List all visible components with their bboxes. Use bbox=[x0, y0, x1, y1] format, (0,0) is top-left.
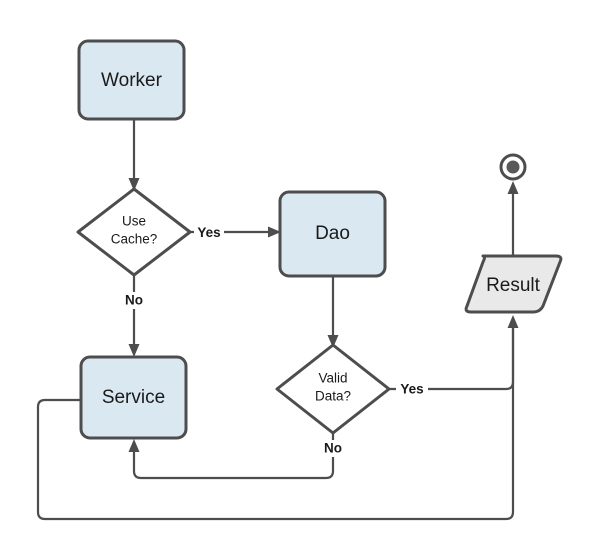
edge-worker-to-use-cache bbox=[128, 119, 140, 191]
edge-label-backdrop bbox=[194, 224, 224, 241]
edge-label-backdrop bbox=[119, 292, 149, 309]
node-service-label: Service bbox=[102, 387, 165, 408]
end-node-core-icon bbox=[506, 160, 520, 174]
arrow-head-icon bbox=[128, 178, 140, 191]
node-use-cache[interactable]: Use Cache? bbox=[76, 187, 192, 277]
node-service[interactable]: Service bbox=[79, 355, 188, 440]
arrow-head-icon bbox=[268, 226, 281, 238]
node-service-shape[interactable] bbox=[79, 355, 188, 440]
arrow-head-icon bbox=[327, 335, 339, 348]
node-use-cache-label-line2: Cache? bbox=[111, 232, 158, 247]
node-dao-label: Dao bbox=[315, 223, 350, 244]
node-use-cache-label-line1: Use bbox=[122, 214, 146, 229]
node-worker-label: Worker bbox=[101, 70, 163, 91]
node-use-cache-shape[interactable] bbox=[76, 187, 192, 277]
edge-valid-data-yes-to-result: Yes bbox=[389, 325, 515, 398]
edge-label-valid-yes: Yes bbox=[400, 382, 423, 397]
edge-line bbox=[132, 433, 335, 480]
arrow-head-icon bbox=[507, 315, 519, 328]
edge-result-to-end bbox=[507, 181, 519, 256]
node-worker[interactable]: Worker bbox=[77, 39, 186, 121]
edge-line bbox=[389, 325, 515, 391]
arrow-head-icon bbox=[507, 181, 519, 194]
edge-valid-data-no-to-service: No bbox=[128, 433, 348, 480]
node-valid-data-label-line2: Data? bbox=[315, 389, 351, 404]
node-valid-data-shape[interactable] bbox=[275, 343, 391, 435]
node-end[interactable] bbox=[499, 153, 527, 181]
node-valid-data-label-line1: Valid bbox=[318, 371, 347, 386]
edge-label-cache-yes: Yes bbox=[197, 225, 220, 240]
node-result[interactable]: Result bbox=[464, 254, 563, 314]
edge-use-cache-yes-to-dao: Yes bbox=[190, 224, 281, 241]
node-dao[interactable]: Dao bbox=[278, 190, 387, 278]
edge-label-cache-no: No bbox=[125, 293, 143, 308]
edge-label-backdrop bbox=[318, 440, 348, 457]
arrow-head-icon bbox=[128, 439, 140, 452]
arrow-head-icon bbox=[128, 344, 140, 357]
node-dao-shape[interactable] bbox=[278, 190, 387, 278]
edge-service-to-result bbox=[36, 315, 519, 521]
node-result-label: Result bbox=[486, 275, 541, 296]
edge-label-valid-no: No bbox=[324, 441, 342, 456]
edge-line bbox=[36, 325, 515, 521]
edge-use-cache-no-to-service: No bbox=[119, 275, 149, 357]
edge-label-backdrop bbox=[396, 381, 428, 398]
edge-dao-to-valid-data bbox=[327, 276, 339, 348]
node-worker-shape[interactable] bbox=[77, 39, 186, 121]
node-result-shape[interactable] bbox=[464, 254, 563, 314]
node-valid-data[interactable]: Valid Data? bbox=[275, 343, 391, 435]
